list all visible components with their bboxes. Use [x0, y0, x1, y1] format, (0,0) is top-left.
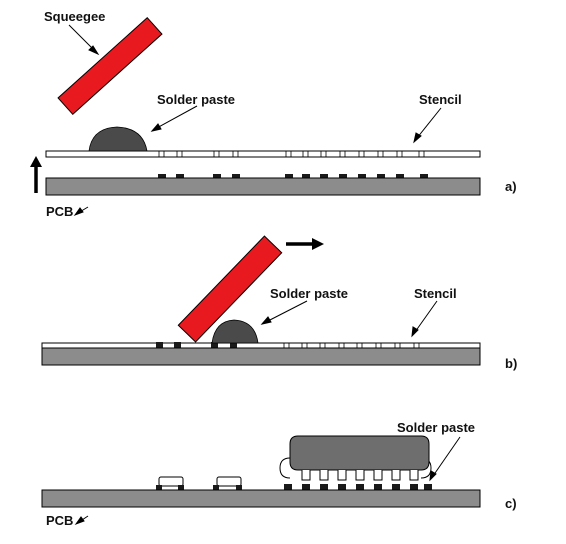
ic-body: [289, 435, 430, 471]
stencil-sheet-a: [45, 150, 481, 158]
step-label-b: b): [505, 356, 517, 371]
pcb-board-a: [45, 177, 481, 196]
solder-paste-blob-b: [211, 319, 259, 344]
solder-paste-label-b: Solder paste: [270, 286, 348, 301]
chip-component-1: [156, 476, 184, 490]
lift-arrow-up-icon: [30, 156, 42, 193]
leader-lines-a: [68, 24, 442, 217]
stencil-label-b: Stencil: [414, 286, 457, 301]
pcb-label-a: PCB: [46, 204, 73, 219]
leader-lines-c: [74, 436, 461, 526]
stencil-apertures-a: [158, 151, 425, 157]
solder-paste-label-a: Solder paste: [157, 92, 235, 107]
step-label-a: a): [505, 179, 517, 194]
step-label-c: c): [505, 496, 517, 511]
squeegee-b: [177, 235, 283, 343]
panel-c: Solder paste PCB c): [41, 420, 517, 528]
panel-b: Solder paste Stencil b): [41, 235, 517, 371]
printed-paste-deposits-b: [156, 342, 237, 348]
stencil-apertures-b: [283, 343, 420, 348]
pcb-pads-a: [158, 174, 428, 178]
motion-arrow-right-icon: [286, 238, 324, 250]
leader-lines-b: [260, 300, 438, 338]
stencil-label-a: Stencil: [419, 92, 462, 107]
squeegee-a: [57, 16, 163, 116]
solder-paste-blob-a: [88, 126, 148, 152]
squeegee-label: Squeegee: [44, 9, 105, 24]
pcb-board-c: [41, 489, 481, 508]
solder-joints-c: [284, 484, 432, 490]
panel-a: Squeegee Solder paste Stencil PCB a): [30, 9, 517, 219]
solder-paste-label-c: Solder paste: [397, 420, 475, 435]
pcb-board-b: [41, 347, 481, 366]
ic-component: [279, 435, 432, 481]
pcb-label-c: PCB: [46, 513, 73, 528]
chip-component-2: [213, 476, 242, 490]
